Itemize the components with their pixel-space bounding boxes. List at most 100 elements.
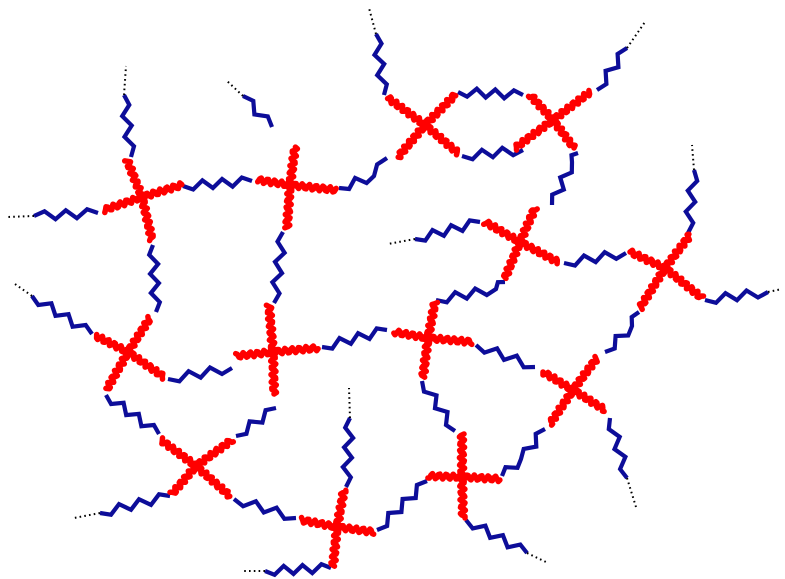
linker-chain bbox=[265, 564, 331, 575]
crosslink-arm bbox=[504, 242, 520, 278]
crosslink-arm bbox=[573, 390, 604, 411]
crosslink-arm bbox=[460, 477, 466, 518]
crosslink-core bbox=[137, 192, 147, 202]
crosslink-node bbox=[484, 209, 558, 278]
crosslink-arm bbox=[640, 268, 666, 310]
linker-chain bbox=[605, 312, 639, 352]
crosslink-arm bbox=[484, 222, 520, 243]
dangling-end bbox=[8, 216, 34, 217]
crosslink-core bbox=[191, 461, 201, 471]
crosslink-node bbox=[302, 490, 374, 566]
crosslink-arm bbox=[573, 357, 597, 391]
crosslink-arm bbox=[516, 119, 553, 150]
crosslink-arm bbox=[106, 352, 128, 389]
crosslink-arm bbox=[331, 527, 339, 566]
crosslink-arm bbox=[236, 350, 273, 358]
crosslink-core bbox=[568, 385, 578, 395]
linker-chain bbox=[339, 158, 387, 189]
crosslink-core bbox=[660, 263, 670, 273]
crosslink-core bbox=[423, 333, 433, 343]
linker-chain bbox=[183, 178, 252, 190]
linker-chain bbox=[34, 209, 98, 219]
linker-chain bbox=[422, 381, 455, 431]
crosslink-arm bbox=[551, 390, 574, 425]
dangling-end bbox=[15, 284, 32, 296]
dangling-end bbox=[768, 289, 782, 292]
crosslink-node bbox=[105, 161, 182, 241]
crosslink-arm bbox=[462, 475, 500, 482]
linker-chain bbox=[476, 345, 535, 367]
crosslink-node bbox=[97, 317, 163, 389]
linker-chain bbox=[686, 170, 697, 233]
crosslink-node bbox=[428, 434, 500, 518]
crosslink-arm bbox=[271, 352, 277, 394]
linker-chain bbox=[343, 418, 353, 487]
linker-chain bbox=[458, 89, 523, 99]
dangling-end bbox=[226, 80, 243, 96]
crosslink-core bbox=[548, 115, 558, 125]
linker-chain bbox=[100, 494, 170, 514]
crosslink-nodes bbox=[97, 91, 704, 567]
linker-chain bbox=[415, 220, 480, 240]
crosslink-arm bbox=[630, 250, 665, 268]
linker-chain bbox=[168, 368, 232, 382]
crosslink-node bbox=[162, 438, 233, 497]
crosslink-arm bbox=[543, 372, 573, 390]
crosslink-arm bbox=[425, 125, 458, 155]
crosslink-arm bbox=[266, 305, 275, 352]
crosslink-arm bbox=[337, 526, 374, 535]
crosslink-arm bbox=[196, 466, 230, 497]
crosslink-arm bbox=[665, 234, 689, 268]
linker-chain bbox=[32, 296, 92, 334]
crosslink-arm bbox=[196, 441, 233, 468]
crosslink-arm bbox=[428, 336, 472, 344]
linker-chain bbox=[272, 232, 284, 303]
crosslink-arm bbox=[125, 161, 144, 197]
crosslink-node bbox=[258, 147, 337, 228]
linker-chain bbox=[122, 95, 134, 157]
crosslink-node bbox=[630, 234, 704, 309]
linker-chain bbox=[502, 429, 545, 476]
crosslink-arm bbox=[285, 185, 292, 228]
crosslink-arm bbox=[142, 183, 182, 199]
crosslink-core bbox=[420, 120, 430, 130]
linker-chain bbox=[609, 418, 627, 478]
crosslink-arm bbox=[105, 195, 142, 212]
dangling-end bbox=[627, 478, 636, 507]
crosslink-arm bbox=[273, 346, 318, 354]
linker-chain bbox=[375, 34, 387, 95]
crosslink-core bbox=[457, 472, 467, 482]
crosslink-arm bbox=[520, 209, 537, 242]
linker-chain bbox=[705, 291, 768, 303]
crosslink-arm bbox=[336, 490, 346, 527]
crosslink-node bbox=[516, 91, 590, 151]
linker-chains bbox=[32, 34, 768, 575]
linker-chain bbox=[243, 96, 272, 127]
dangling-end bbox=[692, 145, 694, 170]
linker-chain bbox=[564, 252, 626, 265]
crosslink-core bbox=[285, 180, 295, 190]
crosslink-arm bbox=[289, 147, 298, 185]
linker-chain bbox=[234, 499, 296, 519]
linker-chain bbox=[597, 48, 627, 90]
crosslink-core bbox=[268, 347, 278, 357]
linker-chain bbox=[466, 520, 527, 553]
dangling-end bbox=[627, 22, 645, 48]
crosslink-node bbox=[543, 357, 604, 426]
linker-chain bbox=[149, 245, 160, 312]
crosslink-arm bbox=[388, 97, 426, 125]
crosslink-arm bbox=[427, 303, 438, 339]
crosslink-arm bbox=[128, 352, 163, 379]
crosslink-node bbox=[388, 95, 458, 158]
dangling-end bbox=[349, 388, 350, 418]
dangling-end bbox=[74, 513, 100, 518]
crosslink-node bbox=[394, 303, 472, 378]
dangling-end bbox=[527, 553, 546, 562]
crosslink-core bbox=[515, 237, 525, 247]
crosslink-arm bbox=[97, 335, 128, 353]
crosslink-arm bbox=[128, 317, 150, 353]
linker-chain bbox=[436, 282, 505, 302]
crosslink-arm bbox=[162, 438, 196, 466]
crosslink-arm bbox=[520, 242, 557, 264]
